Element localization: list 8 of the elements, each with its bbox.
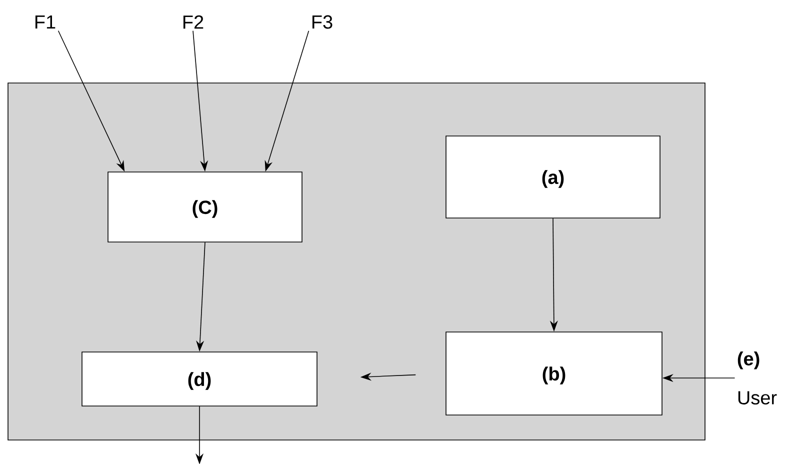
process-box: (C) [108,172,302,242]
input-label: F3 [312,15,332,29]
input-label: F1 [35,15,56,29]
process-box: (d) [82,352,318,406]
process-box: (a) [446,136,660,218]
input-label: (e) User [738,352,777,404]
input-label: F2 [183,15,204,29]
process-box: (b) [446,332,662,416]
